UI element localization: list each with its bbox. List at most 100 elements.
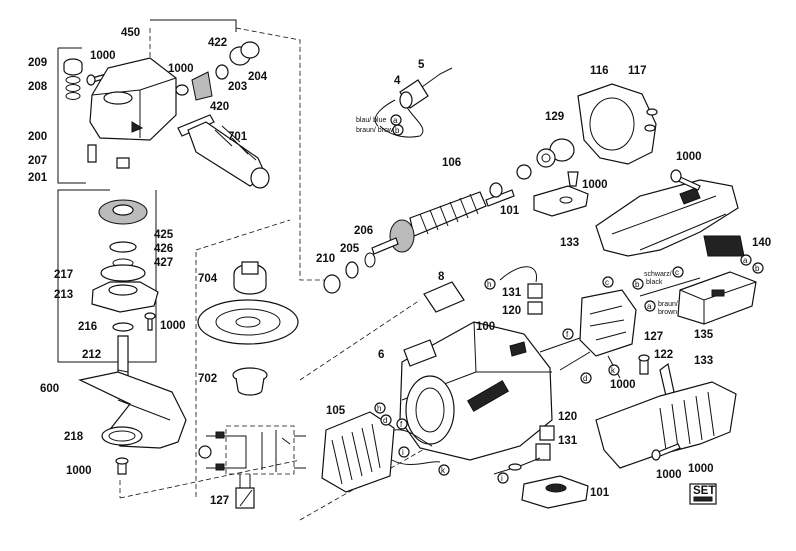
rubber-sleeve-8 (423, 281, 465, 313)
label-101-b: 101 (590, 487, 610, 499)
letter-a-3: a (647, 302, 652, 311)
label-200: 200 (28, 131, 47, 143)
label-127-b: 127 (210, 495, 229, 507)
capacitor-131-b (535, 443, 551, 461)
label-140: 140 (752, 237, 771, 249)
label-1000-c: 1000 (582, 179, 608, 191)
label-216: 216 (78, 321, 97, 333)
stator-105 (321, 411, 395, 493)
grinding-disc (197, 299, 299, 345)
letter-c-1: c (675, 268, 679, 277)
cover-140 (703, 235, 745, 257)
label-1000-g: 1000 (610, 379, 636, 391)
part-number-labels: 450 209 1000 208 200 207 201 1000 422 20… (28, 27, 771, 507)
label-1000-a: 1000 (90, 50, 116, 62)
letter-a-1: a (393, 116, 398, 125)
letter-i-2: i (501, 474, 503, 483)
label-122: 122 (654, 349, 673, 361)
letter-d-1: d (583, 374, 587, 383)
clip-120-a (527, 301, 543, 315)
label-1000-f: 1000 (66, 465, 92, 477)
label-116: 116 (590, 65, 609, 77)
capacitor-131-a (527, 283, 543, 299)
label-106: 106 (442, 157, 461, 169)
letter-h-1: h (487, 280, 491, 289)
pin-117 (646, 108, 658, 116)
circlip-206 (364, 252, 376, 268)
bearing-210 (323, 274, 341, 294)
bevel-gear-422 (191, 71, 213, 101)
letter-a-2: a (743, 256, 748, 265)
cover-101-a (533, 185, 589, 217)
label-426: 426 (154, 243, 173, 255)
letter-b-1: b (395, 126, 400, 135)
label-203: 203 (228, 81, 247, 93)
washer-216 (112, 322, 134, 332)
label-8: 8 (438, 271, 445, 283)
pin-207 (87, 144, 97, 163)
label-209: 209 (28, 57, 47, 69)
wire-color-notes: blau/ blue braun/ brown schwarz/ black b… (356, 117, 678, 316)
screw-1000-e (147, 317, 153, 331)
label-422: 422 (208, 37, 227, 49)
label-425: 425 (154, 229, 174, 241)
letter-c-2: c (605, 278, 609, 287)
note-schwarz-black-2: black (646, 279, 663, 286)
letter-h-2: h (377, 404, 381, 413)
handle-half-133-b (595, 381, 737, 469)
label-1000-d: 1000 (676, 151, 702, 163)
label-4: 4 (394, 75, 401, 87)
strain-relief-4 (399, 91, 413, 109)
note-braun-brown-2a: braun/ (658, 301, 678, 308)
clip-122 (659, 362, 675, 397)
label-105: 105 (326, 405, 346, 417)
label-207: 207 (28, 155, 47, 167)
label-212: 212 (82, 349, 101, 361)
wiring-schematic (198, 425, 306, 509)
label-204: 204 (248, 71, 268, 83)
bracket-200 (57, 47, 86, 184)
set-badge-label: SET (693, 485, 715, 497)
label-704: 704 (198, 273, 218, 285)
label-600: 600 (40, 383, 59, 395)
washer-426 (109, 241, 137, 253)
bracket-212 (57, 189, 157, 363)
letter-k-1: k (611, 366, 616, 375)
label-206: 206 (354, 225, 373, 237)
label-701: 701 (228, 131, 248, 143)
label-217: 217 (54, 269, 73, 281)
note-braun-brown: braun/ brown (356, 127, 397, 134)
washer-203 (215, 64, 229, 80)
label-133-a: 133 (560, 237, 579, 249)
letter-b-3: b (635, 280, 640, 289)
label-201: 201 (28, 172, 48, 184)
note-braun-brown-2b: brown (658, 309, 677, 316)
label-6: 6 (378, 349, 384, 361)
label-127-a: 127 (644, 331, 663, 343)
switch-135 (677, 271, 757, 325)
label-133-b: 133 (694, 355, 713, 367)
label-135: 135 (694, 329, 714, 341)
letter-f-1: f (566, 330, 569, 339)
screw-1000-c (567, 171, 579, 187)
label-420: 420 (210, 101, 229, 113)
label-117: 117 (628, 65, 647, 77)
bushing-201 (116, 157, 130, 169)
label-1000-e: 1000 (160, 320, 186, 332)
label-129: 129 (545, 111, 564, 123)
letter-d-2: d (383, 416, 387, 425)
label-208: 208 (28, 81, 48, 93)
bracket-450 (150, 19, 237, 32)
label-205: 205 (340, 243, 360, 255)
clamp-ring-218 (101, 426, 143, 446)
washer-205 (345, 261, 359, 279)
spring-208 (65, 76, 81, 84)
gear-housing-200 (89, 57, 177, 141)
label-210: 210 (316, 253, 335, 265)
label-1000-b: 1000 (168, 63, 194, 75)
label-218: 218 (64, 431, 84, 443)
label-101-a: 101 (500, 205, 520, 217)
label-131-a: 131 (502, 287, 522, 299)
label-131-b: 131 (558, 435, 578, 447)
